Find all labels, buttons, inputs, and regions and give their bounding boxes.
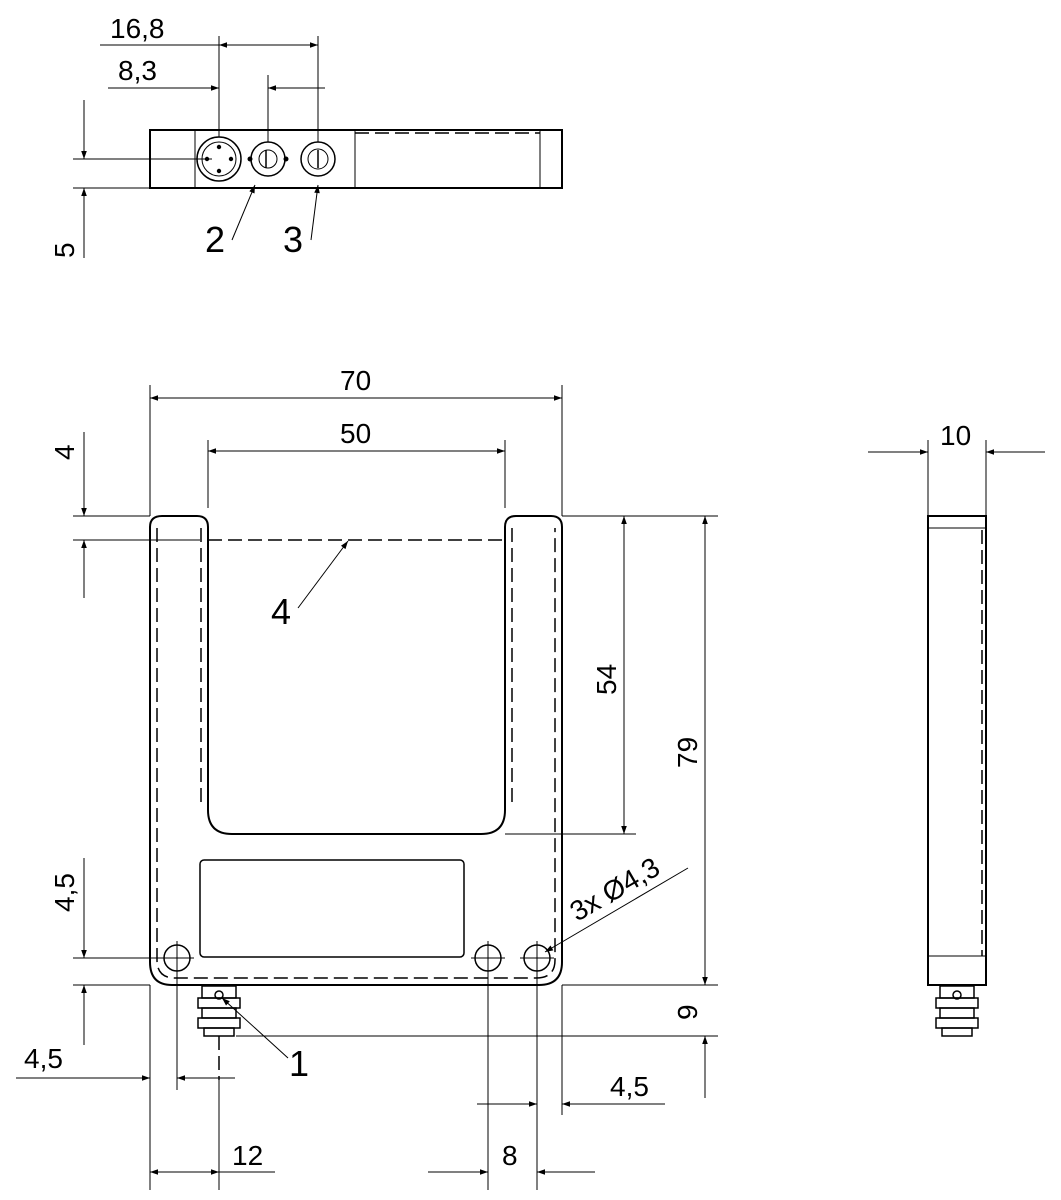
dim-12: 12 xyxy=(232,1140,263,1171)
dim-79: 79 xyxy=(672,737,703,768)
callout-4: 4 xyxy=(271,591,291,632)
dim-right-hole-offset: 4,5 xyxy=(610,1071,649,1102)
label-field xyxy=(199,859,465,958)
dim-4: 4 xyxy=(49,444,80,460)
dim-top-16-8: 16,8 xyxy=(110,13,165,44)
dim-10: 10 xyxy=(940,420,971,451)
dim-top-8-3: 8,3 xyxy=(118,55,157,86)
callout-2: 2 xyxy=(205,219,225,260)
mounting-hole-right xyxy=(520,941,554,975)
callout-3: 3 xyxy=(283,219,303,260)
led-indicator xyxy=(250,141,286,177)
dim-top-5: 5 xyxy=(49,242,80,258)
dim-50: 50 xyxy=(340,418,371,449)
callout-1: 1 xyxy=(289,1043,309,1084)
side-view: 10 xyxy=(868,420,1045,1037)
dim-hole-diameter: 3x Ø4,3 xyxy=(565,851,665,927)
front-view: 70 50 4 4 54 79 4,5 3x Ø4,3 xyxy=(16,365,718,1190)
dim-54: 54 xyxy=(591,664,622,695)
top-view: 16,8 8,3 5 2 3 xyxy=(49,13,563,260)
dim-hole-height: 4,5 xyxy=(49,873,80,912)
dim-left-hole-offset: 4,5 xyxy=(24,1043,63,1074)
dim-9: 9 xyxy=(672,1004,703,1020)
dim-8: 8 xyxy=(502,1140,518,1171)
dim-70: 70 xyxy=(340,365,371,396)
mounting-hole-left xyxy=(160,941,194,975)
mounting-hole-middle xyxy=(471,941,505,975)
fork-outline xyxy=(149,515,563,986)
side-view-body xyxy=(927,515,987,986)
front-connector xyxy=(197,985,241,1080)
side-connector xyxy=(935,985,979,1037)
